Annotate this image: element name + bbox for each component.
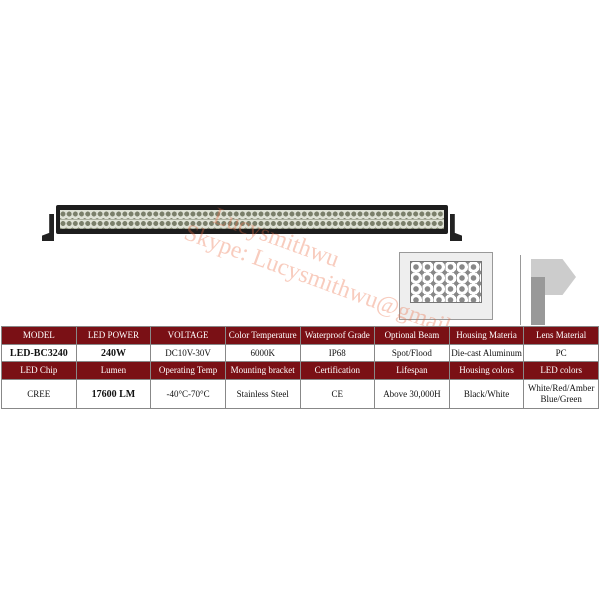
header-cell: Lens Material — [523, 326, 599, 345]
value-cell: 6000K — [224, 344, 301, 362]
header-cell: Certification — [299, 361, 376, 380]
spec-header-row-1: MODEL LED POWER VOLTAGE Color Temperatur… — [1, 326, 599, 345]
header-cell: Lumen — [75, 361, 152, 380]
header-cell: Waterproof Grade — [299, 326, 376, 345]
value-cell: CREE — [1, 379, 77, 409]
value-cell: 17600 LM — [75, 379, 152, 409]
value-cell: White/Red/Amber Blue/Green — [523, 379, 599, 409]
header-cell: LED colors — [523, 361, 599, 380]
header-cell: Housing colors — [448, 361, 525, 380]
header-cell: Lifespan — [374, 361, 450, 380]
header-cell: LED Chip — [1, 361, 77, 380]
header-cell: VOLTAGE — [150, 326, 226, 345]
value-cell: IP68 — [299, 344, 376, 362]
value-cell: -40°C-70°C — [150, 379, 226, 409]
value-cell: Above 30,000H — [374, 379, 450, 409]
light-bar-housing — [56, 205, 448, 234]
led-array — [60, 210, 444, 229]
value-cell: CE — [299, 379, 376, 409]
header-cell: Housing Materia — [448, 326, 525, 345]
value-cell: DC10V-30V — [150, 344, 226, 362]
header-cell: LED POWER — [75, 326, 152, 345]
value-cell: PC — [523, 344, 599, 362]
spec-table: MODEL LED POWER VOLTAGE Color Temperatur… — [1, 326, 599, 409]
value-cell: Spot/Flood — [374, 344, 450, 362]
spec-header-row-2: LED Chip Lumen Operating Temp Mounting b… — [1, 361, 599, 380]
header-cell: Color Temperature — [224, 326, 301, 345]
header-cell: Optional Beam — [374, 326, 450, 345]
value-cell: Stainless Steel — [224, 379, 301, 409]
right-bracket — [450, 214, 462, 241]
left-bracket — [42, 214, 54, 241]
value-cell: Black/White — [448, 379, 525, 409]
front-dimension-drawing — [399, 252, 493, 320]
side-dimension-drawing — [520, 255, 581, 325]
value-cell: 240W — [75, 344, 152, 362]
spec-value-row-2: CREE 17600 LM -40°C-70°C Stainless Steel… — [1, 379, 599, 409]
side-bracket — [531, 277, 545, 325]
header-cell: MODEL — [1, 326, 77, 345]
value-cell: Die-cast Aluminum — [448, 344, 525, 362]
value-cell: LED-BC3240 — [1, 344, 77, 362]
led-grid — [410, 261, 482, 303]
spec-value-row-1: LED-BC3240 240W DC10V-30V 6000K IP68 Spo… — [1, 344, 599, 362]
header-cell: Mounting bracket — [224, 361, 301, 380]
header-cell: Operating Temp — [150, 361, 226, 380]
